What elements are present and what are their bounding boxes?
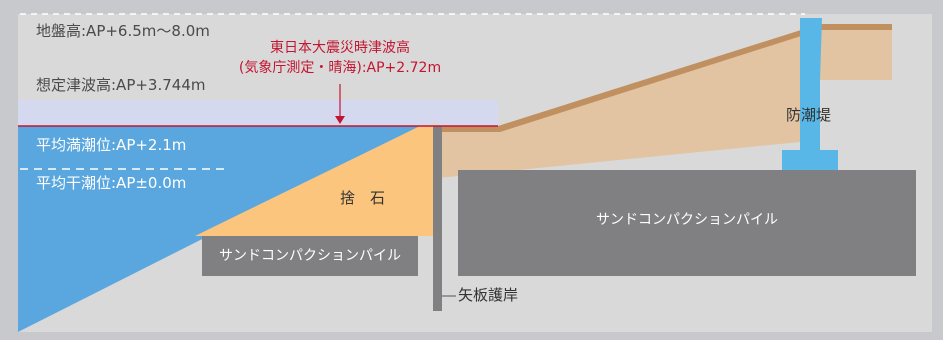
seawall-label: 防潮堤 (786, 106, 832, 124)
tsunami-arrow-head (335, 116, 345, 124)
sand-pile-small-label: サンドコンパクションパイル (219, 248, 401, 264)
sheet-pile (433, 126, 442, 311)
reclaimed-soil (438, 24, 892, 178)
sheet-pile-label: 矢板護岸 (458, 286, 519, 304)
sand-pile-large-label: サンドコンパクションパイル (596, 212, 778, 228)
soil-surface-edge (438, 24, 892, 132)
actual-tsunami-label-line1: 東日本大震災時津波高 (270, 40, 410, 56)
sand-pile-block-large (458, 170, 916, 276)
seawall (782, 18, 838, 170)
actual-tsunami-label-line2: (気象庁測定・晴海):AP+2.72m (238, 60, 442, 76)
assumed-tsunami-band (18, 100, 498, 126)
assumed-tsunami-label: 想定津波高:AP+3.744m (36, 76, 206, 94)
mean-low-water-label: 平均干潮位:AP±0.0m (36, 174, 187, 192)
sand-pile-block-small (202, 236, 418, 276)
ground-height-label: 地盤高:AP+6.5m〜8.0m (36, 22, 210, 40)
riprap-mound (195, 126, 438, 236)
riprap-label: 捨 石 (340, 189, 386, 207)
mean-high-water-label: 平均満潮位:AP+2.1m (36, 136, 187, 154)
